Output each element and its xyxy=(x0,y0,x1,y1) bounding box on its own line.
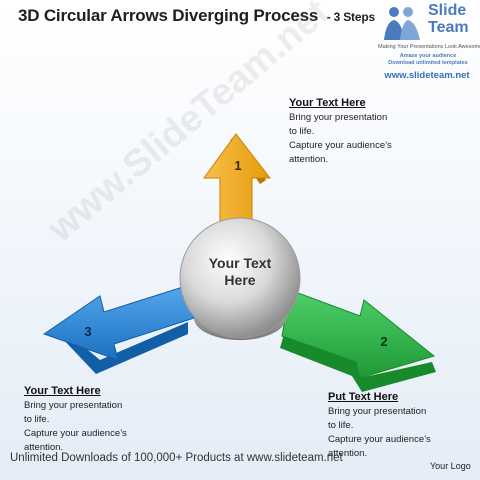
text-block-step-1: Your Text Here Bring your presentation t… xyxy=(289,96,399,167)
logo-ad: Amaze your audience Download unlimited t… xyxy=(378,53,478,67)
text-block-line: Capture your audience’s xyxy=(289,140,392,151)
arrow-3-number: 3 xyxy=(84,324,91,339)
logo-tagline: Making Your Presentations Look Awesome xyxy=(378,44,480,50)
text-block-line: attention. xyxy=(24,442,64,453)
arrow-step-1[interactable]: 1 xyxy=(203,133,272,239)
text-block-line: Bring your presentation xyxy=(24,400,123,411)
arrow-1-number: 1 xyxy=(234,158,241,173)
text-block-line: to life. xyxy=(289,126,315,137)
text-block-line: to life. xyxy=(328,420,354,431)
center-sphere[interactable] xyxy=(179,217,301,340)
text-block-line: attention. xyxy=(289,154,329,165)
text-block-line: Bring your presentation xyxy=(289,112,388,123)
arrow-step-2[interactable]: 2 xyxy=(280,289,436,392)
logo-ad-line: Amaze your audience xyxy=(399,53,457,59)
arrow-2-body xyxy=(281,289,436,379)
your-logo-placeholder: Your Logo xyxy=(430,461,471,471)
text-block-heading: Put Text Here xyxy=(328,391,399,403)
arrow-step-3[interactable]: 3 xyxy=(42,285,195,374)
text-block-line: to life. xyxy=(24,414,50,425)
text-block-line: Bring your presentation xyxy=(328,406,427,417)
logo-ad-line: Download unlimited templates xyxy=(388,60,468,66)
text-block-line: attention. xyxy=(328,448,368,459)
title-suffix: - 3 Steps xyxy=(326,10,375,24)
footer-text: Unlimited Downloads of 100,000+ Products… xyxy=(10,452,343,464)
sphere-ball xyxy=(179,217,301,339)
arrow-2-number: 2 xyxy=(380,334,387,349)
arrow-3-body xyxy=(42,285,195,361)
text-block-line: Capture your audience’s xyxy=(24,428,127,439)
logo-name: Slide Team xyxy=(428,2,469,36)
logo-url[interactable]: www.slideteam.net xyxy=(384,70,470,81)
brand-logo[interactable]: Slide Team Making Your Presentations Loo… xyxy=(374,2,480,86)
text-block-heading: Your Text Here xyxy=(24,385,101,397)
slide-title: 3D Circular Arrows Diverging Process - 3… xyxy=(18,6,375,26)
title-text: 3D Circular Arrows Diverging Process xyxy=(18,6,319,25)
text-block-step-3: Your Text Here Bring your presentation t… xyxy=(24,384,134,455)
text-block-line: Capture your audience’s xyxy=(328,434,431,445)
arrow-3-side xyxy=(60,322,188,374)
people-logo-icon xyxy=(384,7,420,40)
text-block-step-2: Put Text Here Bring your presentation to… xyxy=(328,390,438,461)
text-block-heading: Your Text Here xyxy=(289,97,366,109)
